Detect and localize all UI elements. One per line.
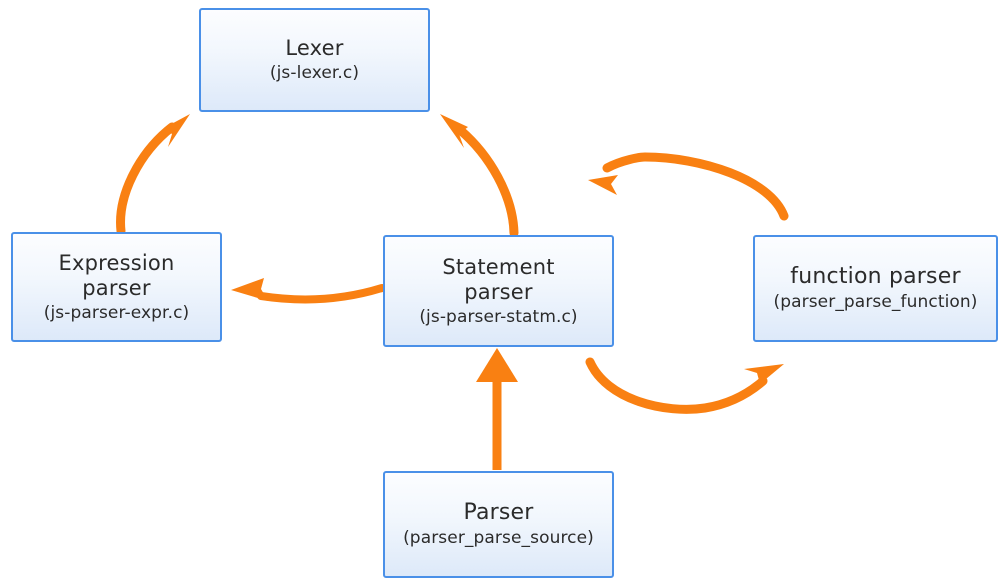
node-statement-parser-title: Statement parser — [442, 254, 555, 305]
node-function-parser-subtitle: (parser_parse_function) — [773, 292, 978, 313]
node-expression-parser-subtitle: (js-parser-expr.c) — [43, 302, 190, 323]
arrow-function-to-statement — [588, 152, 789, 221]
node-parser-subtitle: (parser_parse_source) — [403, 528, 594, 549]
node-lexer-subtitle: (js-lexer.c) — [269, 62, 360, 83]
arrow-statement-to-expression — [231, 278, 386, 304]
node-function-parser-title: function parser — [790, 264, 961, 290]
node-statement-parser-subtitle: (js-parser-statm.c) — [419, 306, 578, 327]
node-function-parser[interactable]: function parser (parser_parse_function) — [753, 235, 998, 342]
node-parser[interactable]: Parser (parser_parse_source) — [383, 471, 614, 578]
node-expression-parser-title: Expression parser — [58, 250, 175, 301]
arrow-expression-to-lexer — [116, 114, 190, 236]
node-parser-title: Parser — [463, 500, 534, 526]
node-lexer-title: Lexer — [285, 36, 344, 61]
arrow-parser-to-statement — [476, 348, 518, 470]
arrow-statement-to-lexer — [440, 114, 519, 238]
arrow-statement-to-function — [585, 357, 784, 414]
node-expression-parser[interactable]: Expression parser (js-parser-expr.c) — [11, 232, 222, 342]
node-lexer[interactable]: Lexer (js-lexer.c) — [199, 8, 430, 112]
node-statement-parser[interactable]: Statement parser (js-parser-statm.c) — [383, 235, 614, 347]
